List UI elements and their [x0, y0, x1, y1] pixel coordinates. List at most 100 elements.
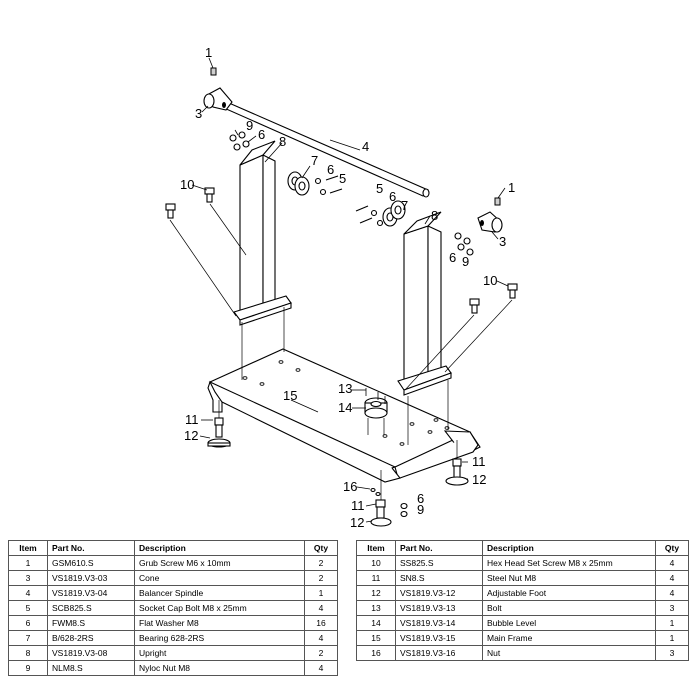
- assembly-lines: [169, 203, 513, 500]
- cell-qty: 1: [304, 585, 338, 601]
- callout-15: 15: [283, 388, 297, 403]
- cell-part-no: SCB825.S: [47, 600, 135, 616]
- cell-item: 13: [356, 600, 396, 616]
- cell-item: 8: [8, 645, 48, 661]
- cell-part-no: VS1819.V3-12: [395, 585, 483, 601]
- callout-12: 12: [184, 428, 198, 443]
- header-item: Item: [8, 540, 48, 556]
- callout-6: 6: [258, 127, 265, 142]
- upright-left: [233, 140, 292, 326]
- callout-3: 3: [195, 106, 202, 121]
- cell-description: Grub Screw M6 x 10mm: [134, 555, 305, 571]
- cell-item: 4: [8, 585, 48, 601]
- cell-item: 11: [356, 570, 396, 586]
- table-header-row: Item Part No. Description Qty: [8, 540, 338, 556]
- bearings-right: [382, 200, 406, 227]
- cell-description: Flat Washer M8: [134, 615, 305, 631]
- callout-9: 9: [246, 118, 253, 133]
- callout-7: 7: [401, 198, 408, 213]
- cell-part-no: SS825.S: [395, 555, 483, 571]
- leader-lines: [191, 57, 509, 523]
- grub-screw-right: [494, 197, 501, 206]
- cone-right: [477, 211, 503, 233]
- upright-right: [397, 211, 452, 396]
- callout-11: 11: [472, 454, 486, 469]
- callout-6: 6: [389, 189, 396, 204]
- bubble-level: [364, 397, 388, 435]
- cell-description: Bubble Level: [482, 615, 656, 631]
- cell-part-no: GSM610.S: [47, 555, 135, 571]
- cell-item: 14: [356, 615, 396, 631]
- cell-item: 3: [8, 570, 48, 586]
- cell-item: 6: [8, 615, 48, 631]
- cell-qty: 1: [655, 630, 689, 646]
- callout-10: 10: [483, 273, 497, 288]
- cell-qty: 4: [304, 660, 338, 676]
- cell-part-no: VS1819.V3-16: [395, 645, 483, 661]
- callout-14: 14: [338, 400, 352, 415]
- callout-9: 9: [462, 254, 469, 269]
- cell-qty: 4: [655, 570, 689, 586]
- cell-qty: 3: [655, 645, 689, 661]
- header-description: Description: [482, 540, 656, 556]
- cell-item: 10: [356, 555, 396, 571]
- cell-qty: 2: [304, 555, 338, 571]
- cell-qty: 2: [304, 645, 338, 661]
- callout-1: 1: [508, 180, 515, 195]
- foot-right: [445, 458, 469, 486]
- cell-qty: 1: [655, 615, 689, 631]
- cell-part-no: SN8.S: [395, 570, 483, 586]
- cell-item: 5: [8, 600, 48, 616]
- cell-part-no: NLM8.S: [47, 660, 135, 676]
- washers-nuts-right: [370, 209, 474, 256]
- cell-item: 7: [8, 630, 48, 646]
- foot-left: [207, 417, 231, 448]
- header-part-no: Part No.: [47, 540, 135, 556]
- cell-qty: 3: [655, 600, 689, 616]
- callout-5: 5: [376, 181, 383, 196]
- cell-part-no: VS1819.V3-08: [47, 645, 135, 661]
- callout-6: 6: [449, 250, 456, 265]
- callout-16: 16: [343, 479, 357, 494]
- cell-description: Bolt: [482, 600, 656, 616]
- cell-qty: 4: [304, 630, 338, 646]
- foot-front: [370, 499, 392, 527]
- callout-4: 4: [362, 139, 369, 154]
- cell-description: Balancer Spindle: [134, 585, 305, 601]
- callout-7: 7: [311, 153, 318, 168]
- header-description: Description: [134, 540, 305, 556]
- cell-item: 9: [8, 660, 48, 676]
- cell-description: Socket Cap Bolt M8 x 25mm: [134, 600, 305, 616]
- cell-part-no: VS1819.V3-04: [47, 585, 135, 601]
- cell-description: Upright: [134, 645, 305, 661]
- nuts-small: [370, 487, 408, 518]
- cell-description: Nut: [482, 645, 656, 661]
- cell-description: Adjustable Foot: [482, 585, 656, 601]
- cell-qty: 2: [304, 570, 338, 586]
- cell-part-no: VS1819.V3-14: [395, 615, 483, 631]
- cone-left: [203, 87, 233, 111]
- socket-cap-bolts: [325, 175, 373, 224]
- bearings-left: [287, 171, 310, 196]
- callout-12: 12: [472, 472, 486, 487]
- callout-11: 11: [185, 412, 199, 427]
- cell-description: Bearing 628-2RS: [134, 630, 305, 646]
- main-frame: [207, 348, 481, 483]
- callout-6: 6: [327, 162, 334, 177]
- cell-description: Nyloc Nut M8: [134, 660, 305, 676]
- callout-11: 11: [351, 498, 365, 513]
- header-qty: Qty: [655, 540, 689, 556]
- header-qty: Qty: [304, 540, 338, 556]
